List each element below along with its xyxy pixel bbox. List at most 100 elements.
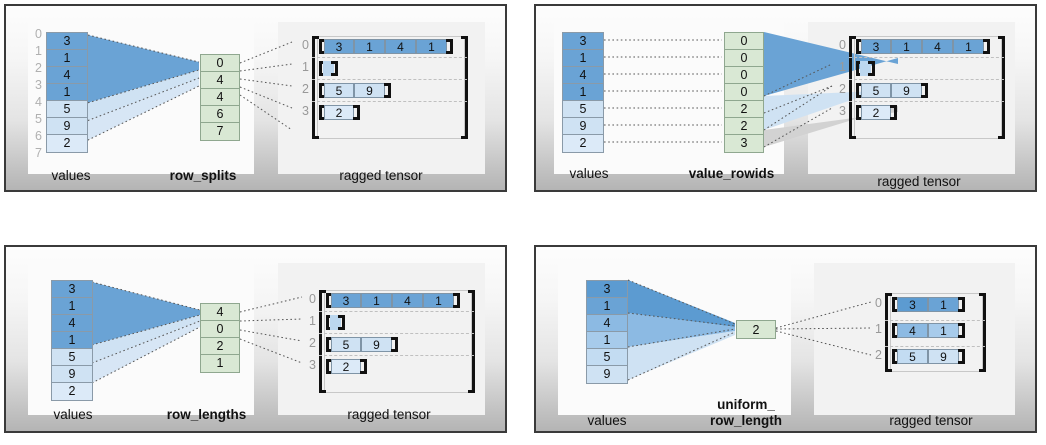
tensor-cell: 2 — [861, 105, 891, 120]
encoding-label-uniform-row-length: uniform_ row_length — [709, 397, 782, 428]
tensor-label: ragged tensor — [339, 168, 423, 183]
uniform-row-length-box: 2 — [736, 320, 776, 339]
tensor-row-index: 1 — [839, 60, 846, 74]
tensor-cell: 9 — [361, 337, 392, 352]
row-splits-cell: 7 — [201, 123, 239, 140]
row-splits-cell: 4 — [201, 72, 239, 89]
values-column-uniform-row-length: 3 1 4 1 5 9 — [586, 280, 628, 384]
open-bracket-icon — [885, 293, 892, 372]
value-cell: 5 — [563, 101, 603, 118]
value-cell: 5 — [587, 349, 627, 366]
values-label: values — [53, 407, 93, 422]
value-cell: 1 — [47, 84, 87, 101]
encoding-label-row-lengths: row_lengths — [166, 407, 247, 422]
value-cell: 1 — [563, 84, 603, 101]
tensor-cell: 4 — [385, 39, 416, 54]
tensor-cell: 3 — [331, 293, 361, 308]
row-lengths-cell: 2 — [201, 338, 239, 355]
value-rowids-column: 0 0 0 0 2 2 3 — [724, 32, 764, 153]
boundary-index: 4 — [35, 95, 42, 109]
open-bracket-icon — [312, 36, 319, 139]
value-cell: 3 — [52, 281, 92, 298]
tensor-cell: 1 — [361, 293, 392, 308]
row-lengths-cell: 4 — [201, 304, 239, 321]
close-bracket-icon — [468, 290, 475, 393]
tensor-cell: 5 — [324, 83, 354, 98]
boundary-index: 6 — [35, 129, 42, 143]
tensor-cell: 1 — [928, 323, 959, 338]
tensor-row-index: 3 — [839, 104, 846, 118]
value-rowids-cell: 2 — [725, 118, 763, 135]
open-bracket-icon — [319, 290, 326, 393]
tensor-cell: 5 — [861, 83, 891, 98]
row-lengths-column: 4 0 2 1 — [200, 303, 240, 373]
panel-row-lengths: 3 1 4 1 5 9 2 4 0 2 1 0 1 2 3 3 — [4, 245, 507, 433]
row-splits-cell: 0 — [201, 55, 239, 72]
value-cell: 3 — [47, 33, 87, 50]
boundary-index: 5 — [35, 112, 42, 126]
value-cell: 3 — [563, 33, 603, 50]
tensor-cell: 3 — [324, 39, 354, 54]
value-rowids-cell: 2 — [725, 101, 763, 118]
row-lengths-cell: 0 — [201, 321, 239, 338]
value-cell: 1 — [587, 298, 627, 315]
boundary-index: 2 — [35, 61, 42, 75]
tensor-cell: 4 — [922, 39, 953, 54]
tensor-row-index: 0 — [309, 292, 316, 306]
values-label: values — [569, 166, 609, 181]
tensor-label: ragged tensor — [889, 413, 973, 428]
encoding-label-value-rowids: value_rowids — [688, 166, 775, 181]
value-cell: 9 — [47, 118, 87, 135]
tensor-cell-empty — [323, 61, 334, 76]
tensor-row-index: 1 — [875, 322, 882, 336]
value-cell: 9 — [563, 118, 603, 135]
tensor-row-index: 2 — [839, 82, 846, 96]
row-lengths-cell: 1 — [201, 355, 239, 372]
tensor-cell: 4 — [897, 323, 928, 338]
row-splits-column: 0 4 4 6 7 — [200, 54, 240, 141]
value-cell: 9 — [52, 366, 92, 383]
tensor-cell-empty — [330, 315, 341, 330]
tensor-cell: 1 — [953, 39, 984, 54]
value-cell: 1 — [52, 298, 92, 315]
tensor-row-index: 2 — [309, 336, 316, 350]
tensor-label: ragged tensor — [347, 407, 431, 422]
tensor-cell: 9 — [354, 83, 385, 98]
tensor-cell: 5 — [331, 337, 361, 352]
tensor-cell: 1 — [354, 39, 385, 54]
close-bracket-icon — [461, 36, 468, 139]
tensor-row-index: 3 — [309, 358, 316, 372]
tensor-row-index: 2 — [875, 348, 882, 362]
encoding-label-row-splits: row_splits — [169, 168, 237, 183]
value-cell: 1 — [52, 332, 92, 349]
values-label: values — [587, 413, 627, 428]
close-bracket-icon — [979, 293, 986, 372]
row-splits-cell: 6 — [201, 106, 239, 123]
values-label: values — [51, 168, 91, 183]
value-cell: 1 — [47, 50, 87, 67]
value-cell: 2 — [52, 383, 92, 400]
value-rowids-cell: 0 — [725, 84, 763, 101]
tensor-cell: 9 — [928, 349, 959, 364]
tensor-cell: 2 — [324, 105, 354, 120]
close-bracket-icon — [998, 36, 1005, 139]
tensor-label: ragged tensor — [877, 174, 961, 189]
tensor-row-index: 1 — [309, 314, 316, 328]
value-cell: 9 — [587, 366, 627, 383]
tensor-cell: 1 — [928, 297, 959, 312]
boundary-index: 3 — [35, 78, 42, 92]
tensor-row-index: 0 — [839, 38, 846, 52]
tensor-cell: 4 — [392, 293, 423, 308]
tensor-cell: 1 — [416, 39, 447, 54]
tensor-cell: 5 — [897, 349, 928, 364]
values-column-row-lengths: 3 1 4 1 5 9 2 — [51, 280, 93, 401]
panel-uniform-row-length: 3 1 4 1 5 9 2 0 1 2 3 1 4 1 5 — [534, 245, 1037, 433]
boundary-index: 0 — [35, 27, 42, 41]
value-cell: 4 — [563, 67, 603, 84]
panel-row-splits: 0 1 2 3 4 5 6 7 3 1 4 1 5 9 2 0 4 4 6 7 — [4, 4, 507, 192]
tensor-row-index: 3 — [302, 104, 309, 118]
value-cell: 1 — [563, 50, 603, 67]
boundary-index: 7 — [35, 146, 42, 160]
tensor-row-index: 1 — [302, 60, 309, 74]
